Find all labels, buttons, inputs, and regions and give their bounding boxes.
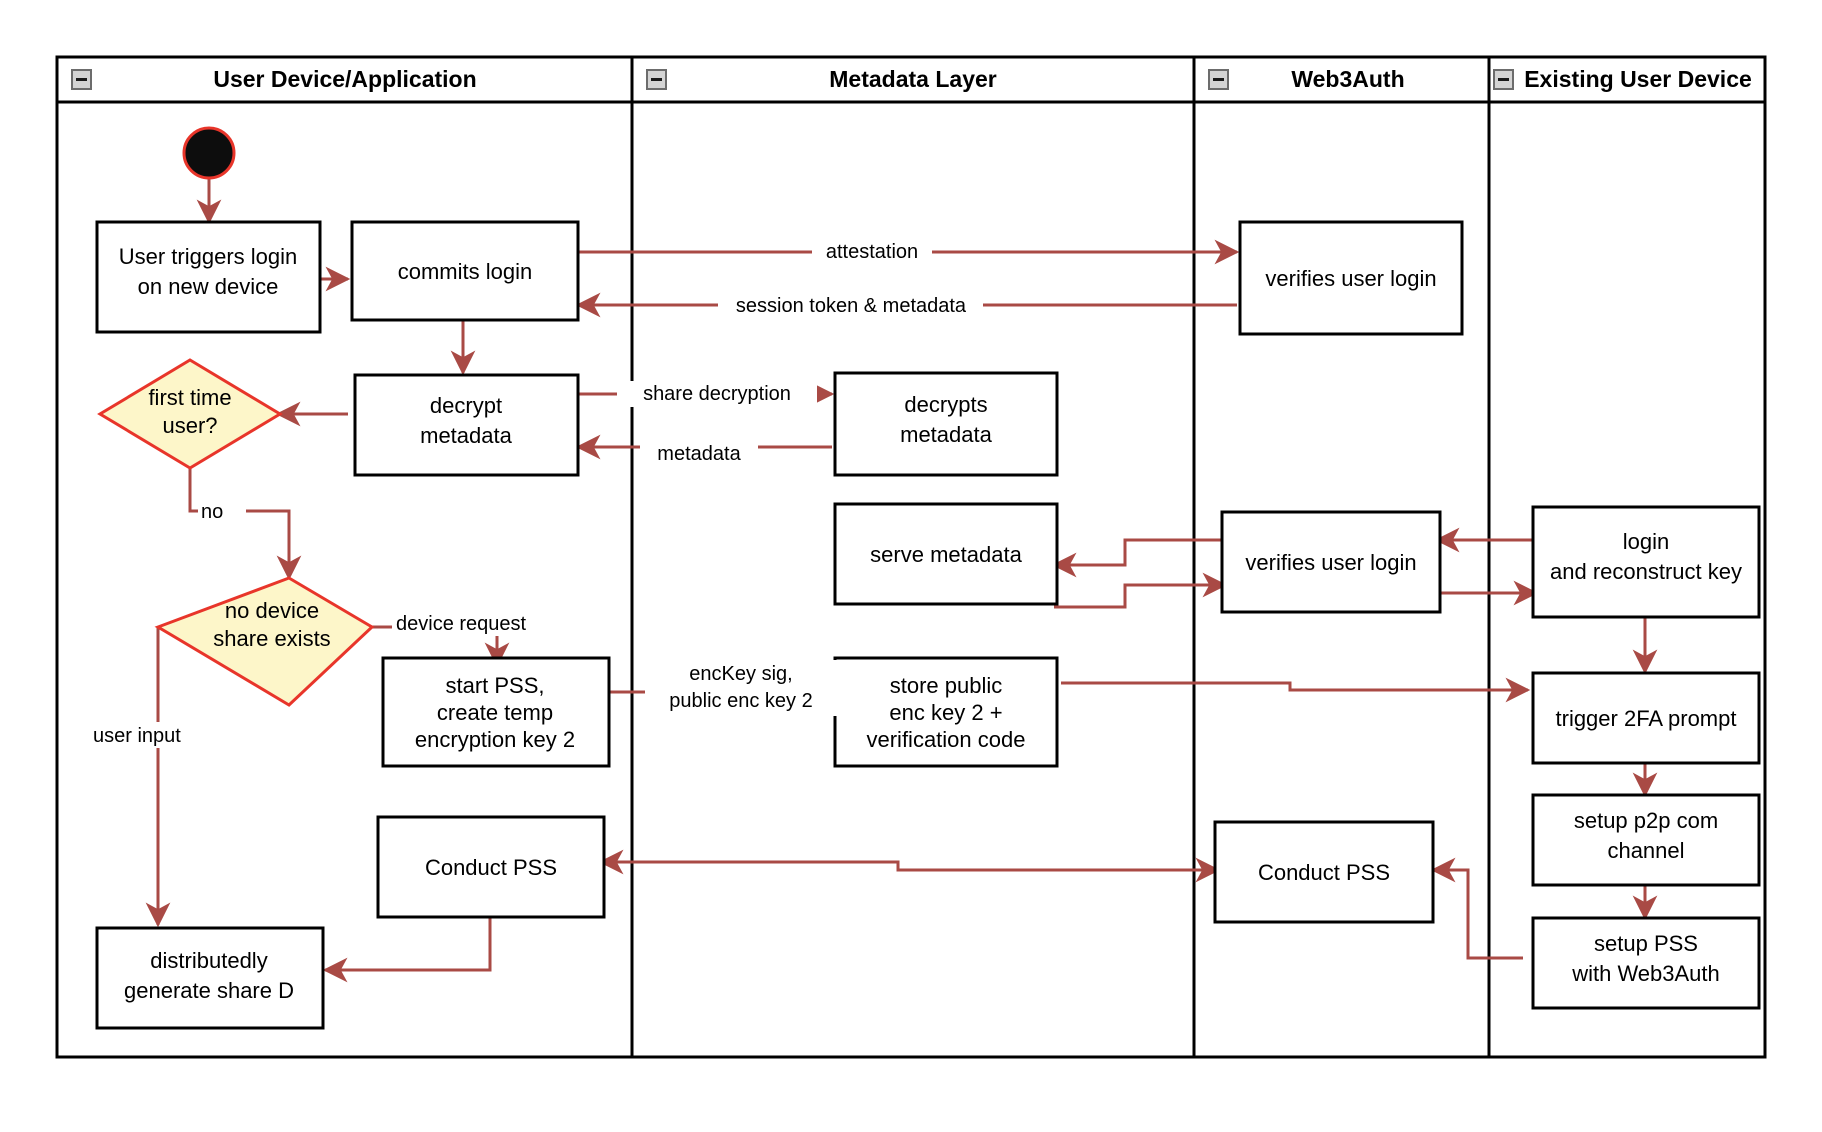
node-verifies-user-login-mid-label: verifies user login: [1245, 550, 1416, 575]
node-conduct-pss-left-label: Conduct PSS: [425, 855, 557, 880]
edge-serve-metadata-to-verify: [1054, 572, 1228, 609]
node-login-reconstruct-line1: login: [1623, 529, 1669, 554]
node-verifies-user-login-mid[interactable]: verifies user login: [1220, 510, 1442, 614]
node-share-d-line2: generate share D: [124, 978, 294, 1003]
node-share-d-line1: distributedly: [150, 948, 267, 973]
node-start-pss-line1: start PSS,: [445, 673, 544, 698]
node-start-pss-line2: create temp: [437, 700, 553, 725]
edge-conduct-pss-left-to-right: [601, 857, 1221, 883]
node-store-public-enc-key[interactable]: store public enc key 2 + verification co…: [833, 656, 1059, 768]
node-decrypts-metadata[interactable]: decrypts metadata: [833, 371, 1059, 477]
node-start-circle: [182, 126, 236, 180]
edge-label-session-token: session token & metadata: [736, 295, 967, 317]
node-setup-p2p-line2: channel: [1607, 838, 1684, 863]
node-login-reconstruct-line2: and reconstruct key: [1550, 559, 1742, 584]
node-setup-p2p-line1: setup p2p com: [1574, 808, 1718, 833]
edge-label-enckey-sig-line2: public enc key 2: [669, 690, 812, 712]
node-decrypt-metadata-line2: metadata: [420, 423, 512, 448]
swimlane-header-web3auth[interactable]: [1192, 55, 1491, 104]
swimlane-title-web3auth: Web3Auth: [1291, 66, 1404, 92]
edge-conduct-pss-to-share-d: [322, 918, 492, 983]
edge-label-enckey-sig-line1: encKey sig,: [689, 663, 792, 685]
node-commits-login[interactable]: commits login: [350, 220, 580, 322]
swimlane-title-metadata: Metadata Layer: [829, 66, 997, 92]
minus-collapse-icon-lane4[interactable]: [1493, 69, 1514, 90]
node-serve-metadata-label: serve metadata: [870, 542, 1022, 567]
node-trigger-2fa-label: trigger 2FA prompt: [1556, 706, 1737, 731]
node-commits-login-label: commits login: [398, 259, 532, 284]
node-first-time-user-decision[interactable]: first time user?: [97, 358, 283, 470]
node-verifies-user-login-top[interactable]: verifies user login: [1238, 220, 1464, 336]
edge-label-share-decryption: share decryption: [643, 383, 791, 405]
node-start-pss-line3: encryption key 2: [415, 727, 575, 752]
edge-labels: attestation session token & metadata sha…: [90, 238, 983, 748]
node-serve-metadata[interactable]: serve metadata: [833, 502, 1059, 606]
node-setup-pss-line1: setup PSS: [1594, 931, 1698, 956]
node-verifies-user-login-top-label: verifies user login: [1265, 266, 1436, 291]
swimlane-title-existing-device: Existing User Device: [1524, 66, 1752, 92]
swimlane-title-user-device: User Device/Application: [213, 66, 476, 92]
node-conduct-pss-right[interactable]: Conduct PSS: [1213, 820, 1435, 924]
node-decrypt-metadata[interactable]: decrypt metadata: [353, 373, 580, 477]
minus-collapse-icon-lane1[interactable]: [71, 69, 92, 90]
swimlane-header-existing-device[interactable]: [1487, 55, 1767, 104]
node-login-and-reconstruct-key[interactable]: login and reconstruct key: [1531, 505, 1761, 619]
node-setup-pss-with-web3auth[interactable]: setup PSS with Web3Auth: [1531, 916, 1761, 1010]
swimlane-header-user-device[interactable]: [55, 55, 634, 104]
node-conduct-pss-left[interactable]: Conduct PSS: [376, 815, 606, 919]
edge-label-metadata: metadata: [657, 443, 741, 465]
node-trigger-2fa-prompt[interactable]: trigger 2FA prompt: [1531, 671, 1761, 765]
edge-label-user-input: user input: [93, 725, 181, 747]
node-user-triggers-login-line2: on new device: [138, 274, 279, 299]
edge-setup-pss-to-conduct-pss-right: [1430, 857, 1523, 960]
edge-label-device-request: device request: [396, 613, 527, 635]
node-setup-p2p-com-channel[interactable]: setup p2p com channel: [1531, 793, 1761, 887]
collapse-icons[interactable]: [71, 69, 1514, 90]
node-decrypts-metadata-line1: decrypts: [904, 392, 987, 417]
node-no-device-share-line1: no device: [225, 598, 319, 623]
minus-collapse-icon-lane3[interactable]: [1208, 69, 1229, 90]
node-user-triggers-login-line1: User triggers login: [119, 244, 298, 269]
node-decrypt-metadata-line1: decrypt: [430, 393, 502, 418]
minus-collapse-icon-lane2[interactable]: [646, 69, 667, 90]
node-no-device-share-line2: share exists: [213, 626, 330, 651]
edge-verify-to-serve-metadata: [1051, 538, 1225, 578]
node-store-public-line1: store public: [890, 673, 1003, 698]
node-first-time-user-line1: first time: [148, 385, 231, 410]
node-start-pss-create-temp-key[interactable]: start PSS, create temp encryption key 2: [381, 656, 611, 768]
node-decrypts-metadata-line2: metadata: [900, 422, 992, 447]
node-conduct-pss-right-label: Conduct PSS: [1258, 860, 1390, 885]
node-store-public-line2: enc key 2 +: [889, 700, 1002, 725]
node-no-device-share-decision[interactable]: no device share exists: [154, 576, 375, 707]
node-first-time-user-line2: user?: [162, 413, 217, 438]
node-setup-pss-line2: with Web3Auth: [1571, 961, 1720, 986]
edge-store-key-to-2fa: [1061, 677, 1531, 703]
node-user-triggers-login[interactable]: User triggers login on new device: [95, 220, 322, 334]
node-distributedly-generate-share-d[interactable]: distributedly generate share D: [95, 926, 325, 1030]
edge-label-no: no: [201, 501, 223, 523]
edge-label-attestation: attestation: [826, 241, 918, 263]
node-store-public-line3: verification code: [867, 727, 1026, 752]
